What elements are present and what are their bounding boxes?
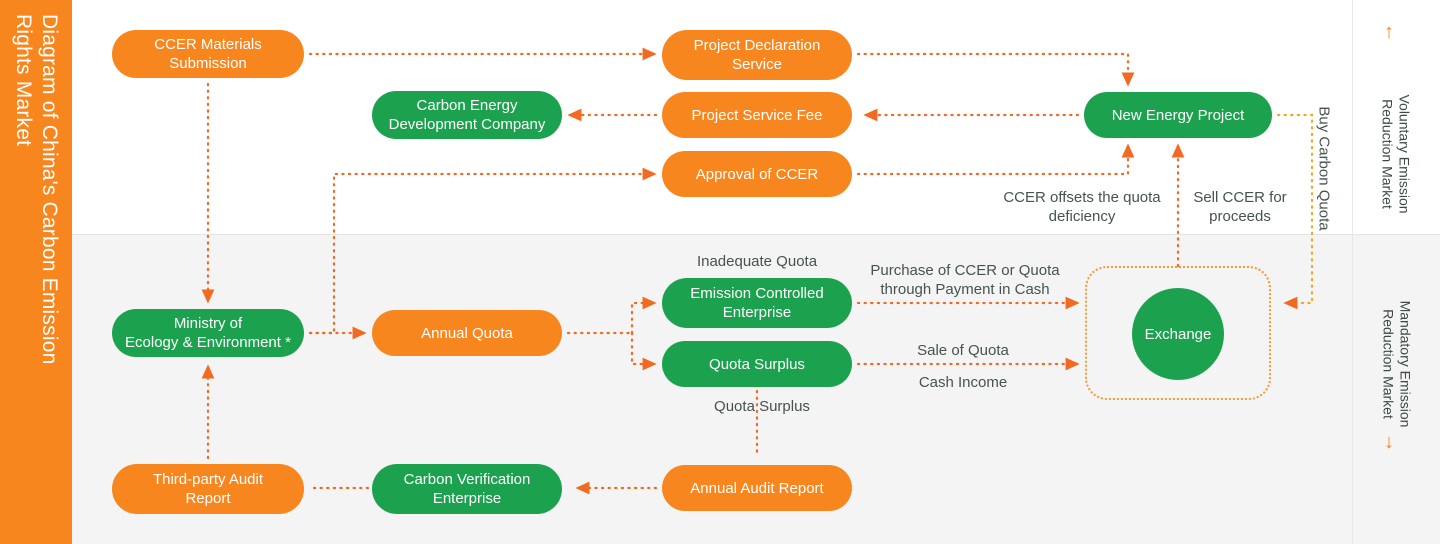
arrow-up-icon: ↑ — [1384, 21, 1394, 43]
label-inadequate-quota: Inadequate Quota — [696, 253, 818, 270]
node-exchange[interactable]: Exchange — [1132, 288, 1224, 380]
node-annual-audit-report[interactable]: Annual Audit Report — [662, 465, 852, 511]
node-label: Exchange — [1144, 325, 1212, 343]
label-sell-ccer-for-proceeds: Sell CCER for proceeds — [1193, 189, 1287, 225]
node-quota-surplus[interactable]: Quota Surplus — [662, 341, 852, 387]
node-label: Quota Surplus — [709, 355, 805, 373]
node-ccer-materials-submission[interactable]: CCER Materials Submission — [112, 30, 304, 78]
node-carbon-energy-development-company[interactable]: Carbon Energy Development Company — [372, 91, 562, 139]
node-project-service-fee[interactable]: Project Service Fee — [662, 92, 852, 138]
market-label-mandatory: Mandatory Emission Reduction Market — [1316, 301, 1440, 428]
title-bar: Diagram of China's Carbon Emission Right… — [0, 0, 72, 544]
node-label: Third-party Audit Report — [152, 471, 264, 507]
arrow-down-icon: ↓ — [1384, 431, 1394, 453]
node-carbon-verification-enterprise[interactable]: Carbon Verification Enterprise — [372, 464, 562, 514]
right-rail-bottom — [1352, 234, 1440, 544]
node-project-declaration-service[interactable]: Project Declaration Service — [662, 30, 852, 80]
label-sale-of-quota: Sale of Quota — [917, 342, 1009, 359]
label-purchase-of-ccer-or-quota: Purchase of CCER or Quota through Paymen… — [870, 262, 1060, 298]
exchange-dashed-frame — [1085, 266, 1271, 400]
node-label: Project Service Fee — [691, 106, 823, 124]
node-emission-controlled-enterprise[interactable]: Emission Controlled Enterprise — [662, 278, 852, 328]
node-label: Emission Controlled Enterprise — [690, 285, 824, 321]
node-third-party-audit-report[interactable]: Third-party Audit Report — [112, 464, 304, 514]
right-rail-top — [1352, 0, 1440, 234]
node-label: Carbon Verification Enterprise — [403, 471, 531, 507]
node-label: New Energy Project — [1111, 106, 1245, 124]
label-ccer-offsets-the-quota-deficiency: CCER offsets the quota deficiency — [1003, 189, 1161, 225]
node-label: Ministry of Ecology & Environment * — [125, 315, 291, 351]
node-label: CCER Materials Submission — [154, 36, 262, 72]
market-label-voluntary: Voluntary Emission Reduction Market — [1316, 94, 1440, 213]
node-annual-quota[interactable]: Annual Quota — [372, 310, 562, 356]
node-label: Annual Quota — [421, 324, 513, 342]
market-label-voluntary-text: Voluntary Emission Reduction Market — [1380, 94, 1413, 214]
node-label: Approval of CCER — [695, 165, 819, 183]
node-approval-of-ccer[interactable]: Approval of CCER — [662, 151, 852, 197]
label-quota-surplus-flow: Quota Surplus — [714, 398, 810, 415]
node-label: Annual Audit Report — [690, 479, 824, 497]
label-cash-income: Cash Income — [918, 374, 1008, 391]
market-label-mandatory-text: Mandatory Emission Reduction Market — [1379, 300, 1413, 428]
node-label: Carbon Energy Development Company — [388, 97, 546, 133]
page-title: Diagram of China's Carbon Emission Right… — [12, 14, 61, 365]
node-label: Project Declaration Service — [693, 37, 821, 73]
node-new-energy-project[interactable]: New Energy Project — [1084, 92, 1272, 138]
node-ministry-of-ecology-environment[interactable]: Ministry of Ecology & Environment * — [112, 309, 304, 357]
